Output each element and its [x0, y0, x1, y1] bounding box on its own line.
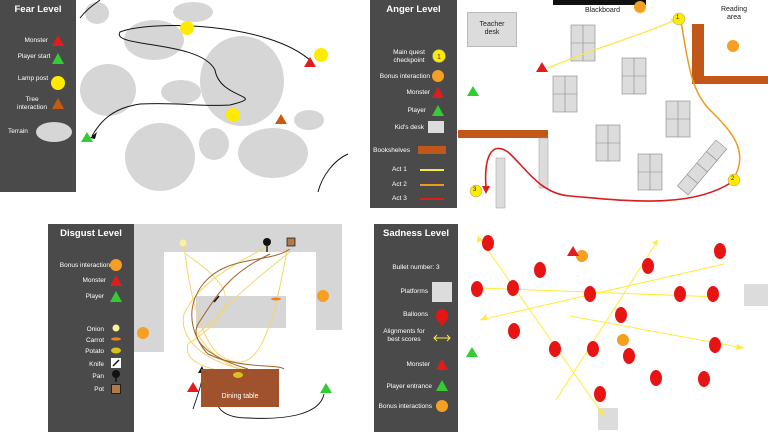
anger-map: Teacher desk Blackboard Reading area: [457, 0, 768, 208]
platform-icon: [432, 282, 452, 302]
anger-legend: Anger Level Main quest checkpoint 1 Bonu…: [370, 0, 457, 208]
lamp-post-icon: [51, 76, 65, 90]
disgust-legend-pot-label: Pot: [94, 386, 104, 393]
disgust-map: [134, 224, 342, 419]
disgust-legend-bonus-label: Bonus interaction: [59, 262, 110, 269]
disgust-legend: Disgust Level Bonus interaction Monster …: [48, 224, 134, 432]
bookshelf-icon: [418, 146, 446, 154]
sadness-legend-bullet-label: Bullet number: 3: [392, 264, 440, 271]
checkpoint-1-label: 1: [676, 15, 680, 21]
bonus-interaction-icon: [436, 400, 448, 412]
knife-icon: [111, 358, 121, 368]
act1-line-icon: [420, 169, 444, 171]
terrain-blobs: [80, 2, 324, 191]
bonus-interaction-icon: [432, 70, 444, 82]
potato-icon: [111, 347, 121, 354]
blackboard: [553, 0, 646, 5]
anger-level-panel: Anger Level Main quest checkpoint 1 Bonu…: [370, 0, 768, 209]
sadness-map: [466, 235, 768, 430]
disgust-level-panel: Disgust Level Bonus interaction Monster …: [48, 224, 348, 432]
anger-legend-desk-label: Kid's desk: [394, 124, 424, 131]
player-icon: [432, 105, 444, 116]
fear-level-panel: Fear Level Monster Player start Lamp pos…: [0, 0, 349, 193]
monster-icon: [432, 87, 444, 98]
anger-legend-bookshelves-label: Bookshelves: [373, 147, 410, 154]
pan-icon: [112, 370, 120, 382]
kids-desk-icon: [428, 121, 444, 133]
sadness-level-panel: Sadness Level Bullet number: 3 Platforms…: [374, 224, 768, 432]
anger-legend-bonus-label: Bonus interaction: [379, 73, 430, 80]
disgust-legend-pan-label: Pan: [92, 373, 104, 380]
monster-icon: [110, 275, 122, 286]
sadness-legend-monster-label: Monster: [406, 361, 430, 368]
anger-title: Anger Level: [386, 4, 441, 15]
teacher-desk-label: Teacher desk: [479, 21, 505, 36]
anger-legend-checkpoint-label: Main quest checkpoint: [393, 49, 425, 64]
fear-legend-lamp-label: Lamp post: [17, 75, 49, 82]
fear-legend-monster-label: Monster: [24, 37, 48, 44]
sadness-legend: Sadness Level Bullet number: 3 Platforms…: [374, 224, 458, 432]
monster-icon: [436, 359, 448, 370]
act3-line-icon: [420, 198, 444, 200]
sadness-legend-alignments-label: Alignments for best scores: [383, 328, 425, 343]
disgust-legend-potato-label: Potato: [85, 348, 104, 355]
disgust-legend-monster-label: Monster: [82, 277, 106, 284]
blackboard-label: Blackboard: [585, 7, 621, 14]
player-start-icon: [52, 53, 64, 64]
fear-legend: Fear Level Monster Player start Lamp pos…: [0, 0, 76, 192]
bonus-interaction-icon: [110, 259, 122, 271]
carrot-icon: [111, 337, 121, 341]
balloon-icon: [436, 309, 448, 325]
anger-legend-act3-label: Act 3: [392, 195, 407, 202]
fear-legend-tree-label: Tree interaction: [17, 96, 47, 111]
sadness-legend-bonus-label: Bonus interactions: [378, 403, 432, 410]
teacher-desk: Teacher desk: [467, 12, 517, 47]
checkpoint-2-label: 2: [731, 176, 735, 182]
checkpoint-icon: 1: [432, 49, 446, 63]
anger-legend-act2-label: Act 2: [392, 181, 407, 188]
fear-title: Fear Level: [14, 4, 62, 15]
sadness-legend-entrance-label: Player entrance: [386, 383, 432, 390]
player-icon: [110, 291, 122, 302]
tree-interaction-icon: [52, 98, 64, 109]
reading-area-label: Reading area: [720, 6, 748, 21]
anger-legend-player-label: Player: [407, 107, 426, 114]
anger-legend-monster-label: Monster: [406, 89, 430, 96]
monster-icon: [52, 35, 64, 46]
sadness-legend-platforms-label: Platforms: [400, 288, 428, 295]
act2-line-icon: [420, 184, 444, 186]
sadness-title: Sadness Level: [382, 228, 449, 239]
anger-map-graphics: [458, 1, 768, 209]
onion-icon: [112, 324, 120, 332]
disgust-legend-carrot-label: Carrot: [85, 337, 104, 344]
player-entrance-icon: [436, 380, 448, 391]
disgust-legend-player-label: Player: [85, 293, 104, 300]
fear-legend-terrain-label: Terrain: [8, 128, 28, 135]
fear-map: [79, 0, 349, 193]
alignment-arrow-icon: [433, 334, 451, 342]
anger-legend-act1-label: Act 1: [392, 166, 407, 173]
disgust-legend-onion-label: Onion: [86, 326, 104, 333]
pot-icon: [111, 384, 121, 394]
terrain-icon: [36, 122, 72, 142]
svg-text:1: 1: [437, 54, 441, 61]
checkpoint-3-label: 3: [473, 187, 477, 193]
fear-legend-player-label: Player start: [17, 53, 51, 60]
sadness-legend-balloons-label: Balloons: [403, 311, 428, 318]
disgust-legend-knife-label: Knife: [89, 361, 104, 368]
disgust-title: Disgust Level: [60, 228, 122, 239]
dining-table-label: Dining table: [221, 393, 259, 400]
